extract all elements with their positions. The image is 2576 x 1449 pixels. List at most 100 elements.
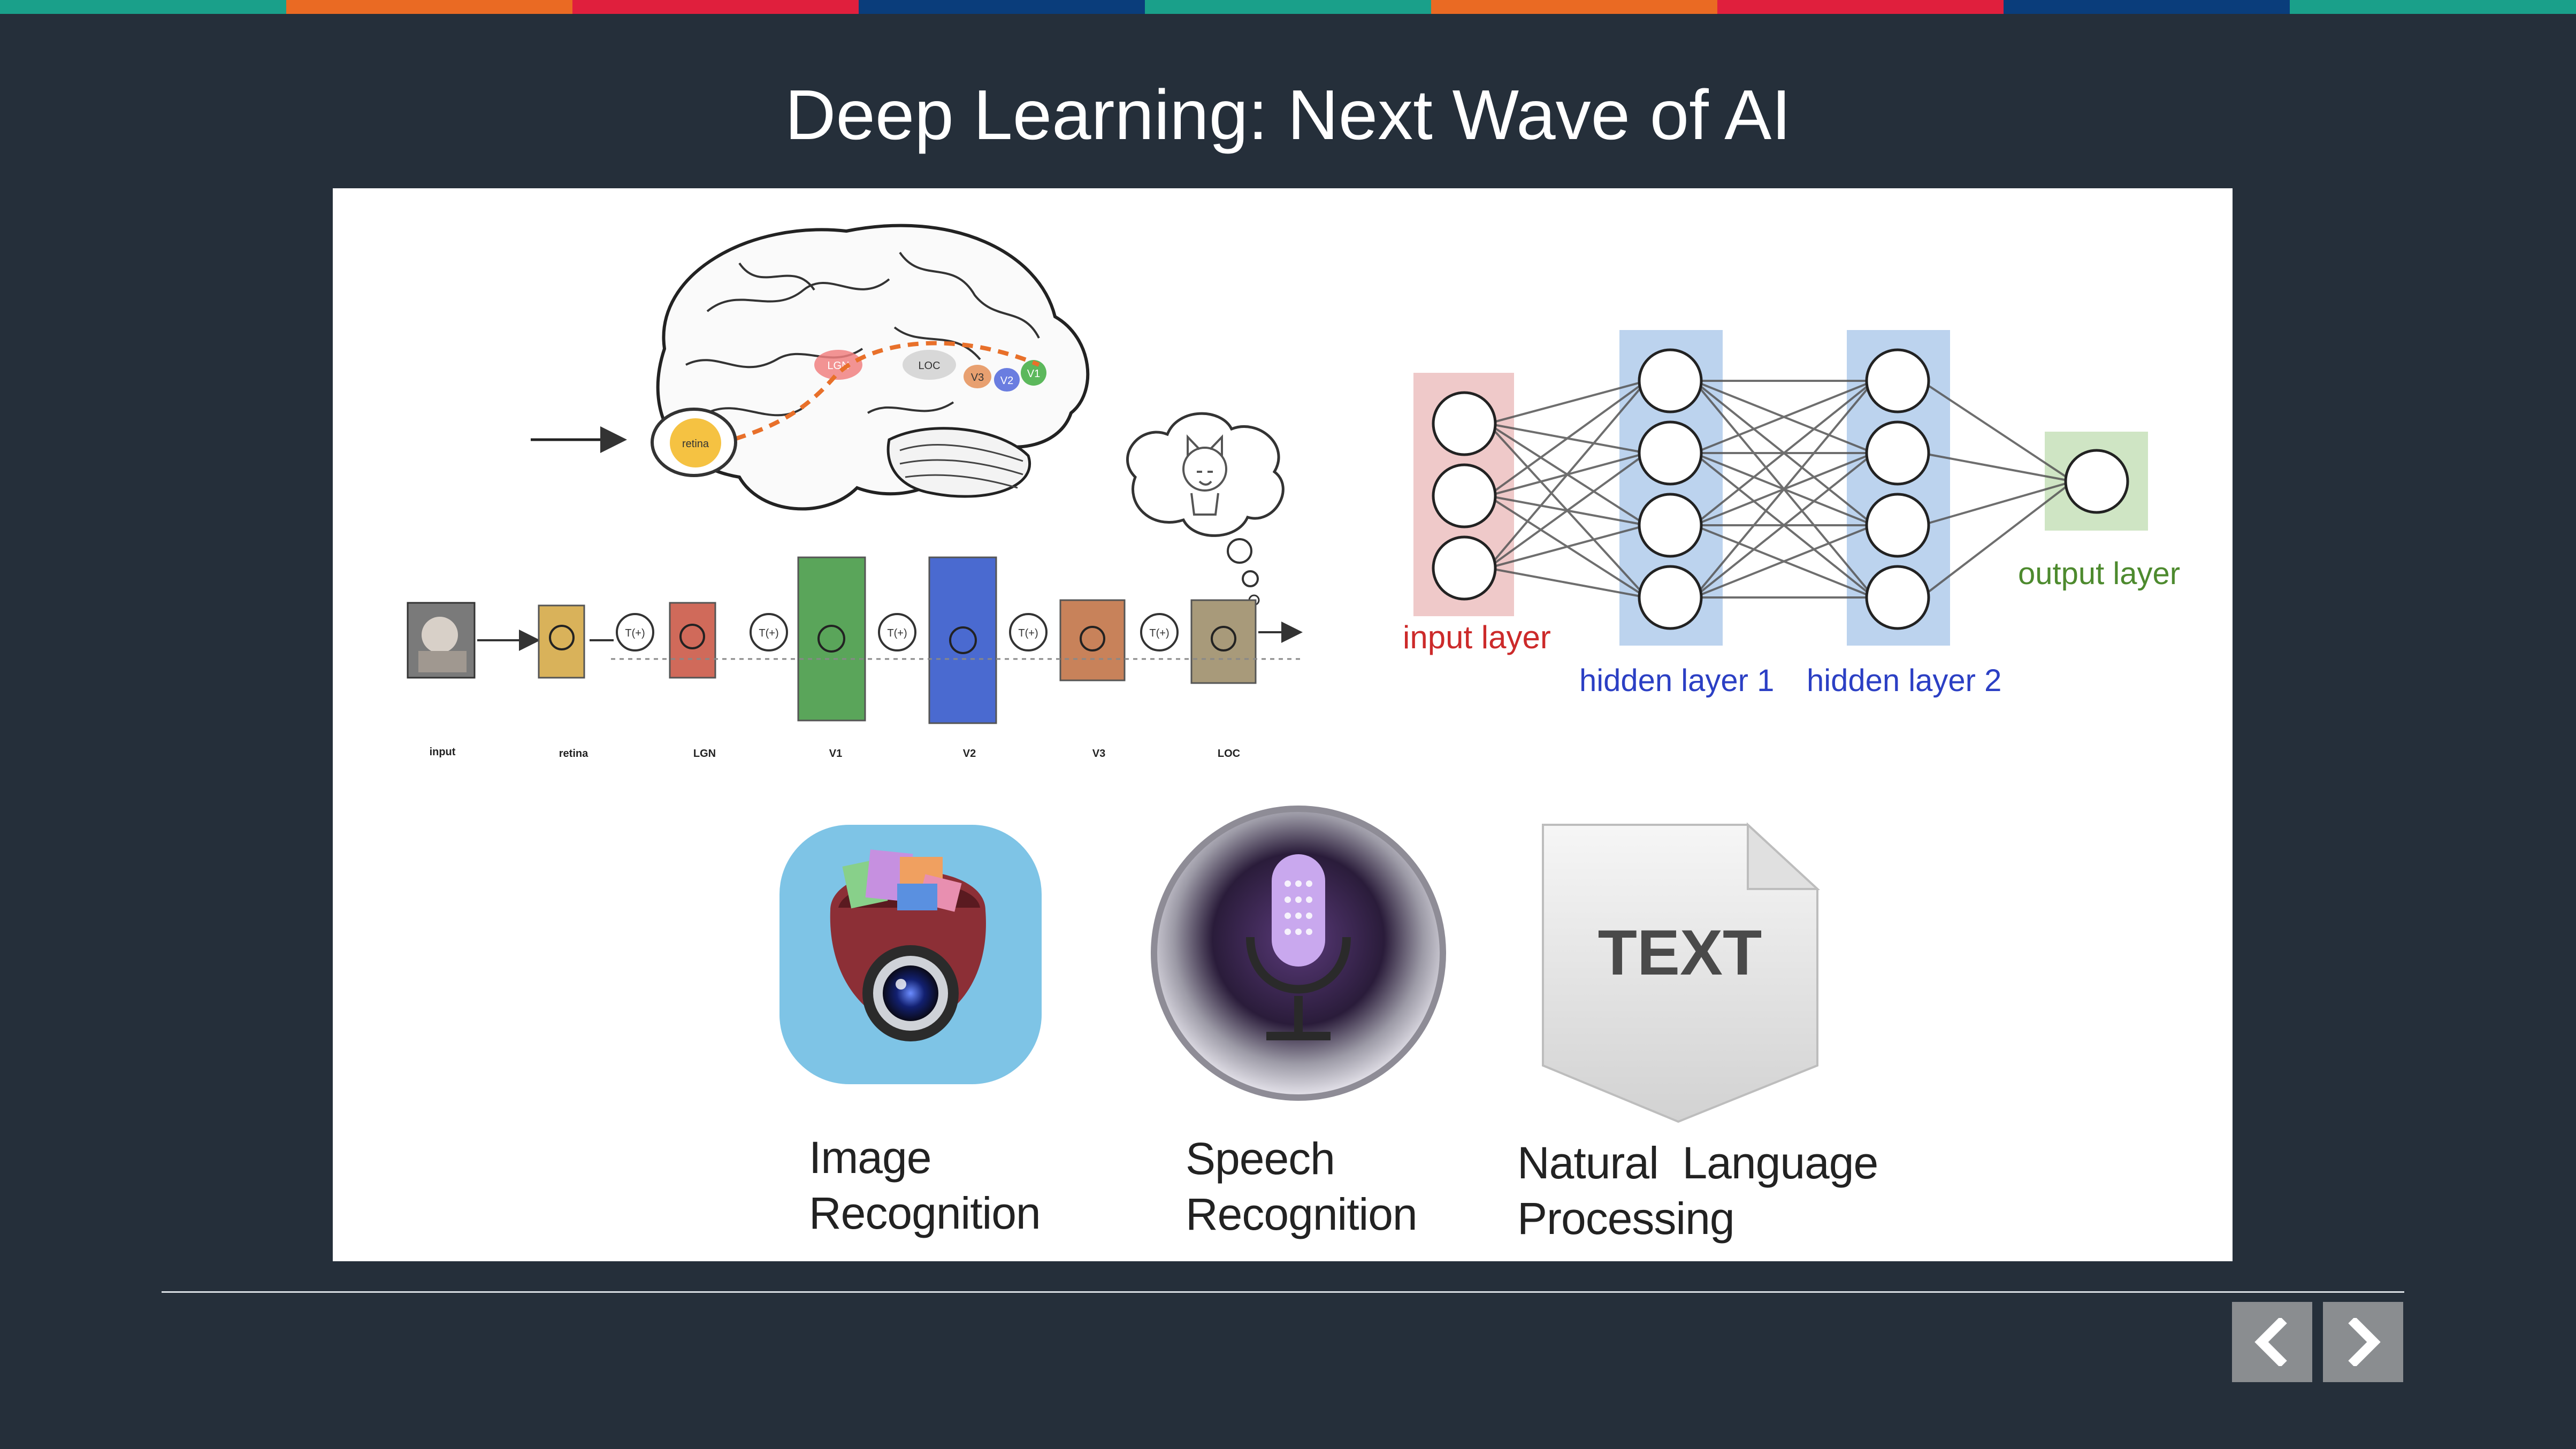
- retina: [670, 418, 721, 467]
- stage-label: V2: [963, 748, 976, 760]
- caption-line: Recognition: [1186, 1189, 1418, 1239]
- output-layer-label: output layer: [2018, 556, 2180, 591]
- image-recognition-caption: Image Recognition: [809, 1130, 1041, 1241]
- v3-region: [964, 365, 991, 388]
- nlp-caption: Natural Language Processing: [1517, 1135, 1878, 1246]
- color-segment: [1431, 0, 1717, 14]
- caption-line: Speech: [1186, 1133, 1335, 1184]
- visual-pathway: [717, 341, 1040, 446]
- camera-icon: [779, 825, 1042, 1084]
- network-node: [1432, 463, 1497, 528]
- color-segment: [286, 0, 572, 14]
- caption-line: Image: [809, 1132, 931, 1183]
- network-edge: [1487, 380, 1647, 425]
- connector-label: T(+): [759, 627, 778, 639]
- previous-slide-button[interactable]: [2232, 1302, 2312, 1382]
- network-edge: [1920, 480, 2074, 599]
- network-node: [1638, 493, 1703, 558]
- chevron-left-icon: [2254, 1318, 2287, 1366]
- cat-icon: [1182, 434, 1227, 516]
- network-edge: [1921, 452, 2074, 482]
- stage-label: V1: [829, 748, 842, 760]
- region-label: V1: [1027, 368, 1040, 380]
- microphone-icon: [1151, 806, 1446, 1101]
- network-edge: [1487, 380, 1648, 569]
- chevron-right-icon: [2348, 1318, 2381, 1366]
- region-label: V3: [971, 372, 984, 384]
- slide-title: Deep Learning: Next Wave of AI: [785, 75, 1791, 154]
- network-nodes: [1432, 348, 2129, 630]
- caption-line: Recognition: [809, 1188, 1041, 1238]
- color-segment: [0, 0, 286, 14]
- connector-node: [878, 613, 916, 651]
- text-document-icon: TEXT: [1542, 822, 1821, 1123]
- network-edge: [1693, 524, 1875, 599]
- region-label: V2: [1000, 375, 1013, 387]
- network-edge: [1920, 380, 2074, 482]
- network-edge: [1693, 380, 1875, 526]
- lgn-region: [814, 350, 862, 380]
- network-node: [1638, 348, 1703, 413]
- network-edge: [1693, 452, 1875, 599]
- top-color-bar: [0, 0, 2576, 14]
- network-edge: [1693, 380, 1875, 599]
- network-edge: [1921, 480, 2074, 526]
- network-node: [1638, 420, 1703, 486]
- hidden-layer-2-label: hidden layer 2: [1807, 663, 2001, 698]
- hidden-layer-1-label: hidden layer 1: [1579, 663, 1774, 698]
- slide-illustration: LGN LOC V3 V2 V1 retina: [407, 224, 2180, 1123]
- neural-network-diagram: input layer hidden layer 1 hidden layer …: [1403, 330, 2180, 698]
- v3-layer: [1059, 599, 1126, 681]
- connector-label: T(+): [625, 627, 645, 639]
- thought-bubble: [1126, 412, 1285, 537]
- retina-layer: [538, 604, 585, 679]
- color-segment: [1145, 0, 1431, 14]
- slide-image-panel: LGN LOC V3 V2 V1 retina: [333, 188, 2233, 1261]
- lgn-layer: [669, 602, 716, 679]
- loc-region: [903, 350, 956, 380]
- network-edge: [1487, 524, 1647, 569]
- network-node: [1432, 391, 1497, 456]
- stage-label: LGN: [693, 748, 716, 760]
- connector-node: [1009, 613, 1048, 651]
- color-segment: [2004, 0, 2290, 14]
- connector-node: [616, 613, 654, 651]
- next-slide-button[interactable]: [2323, 1302, 2403, 1382]
- connector-node: [750, 613, 788, 651]
- network-edge: [1487, 452, 1648, 569]
- network-edge: [1693, 380, 1875, 454]
- network-node: [1865, 348, 1930, 413]
- connector-label: T(+): [1018, 627, 1038, 639]
- region-label: retina: [682, 438, 709, 450]
- stage-label: input: [430, 746, 456, 758]
- network-node: [1865, 565, 1930, 630]
- color-segment: [2290, 0, 2576, 14]
- stage-label: LOC: [1218, 748, 1240, 760]
- stage-label: V3: [1092, 748, 1105, 760]
- network-node: [2064, 449, 2129, 514]
- stage-label: retina: [559, 748, 588, 760]
- text-badge: TEXT: [1598, 917, 1762, 988]
- color-segment: [1717, 0, 2004, 14]
- v1-layer: [797, 556, 866, 722]
- connector-node: [1140, 613, 1179, 651]
- processing-pipeline: T(+) T(+) T(+) T(+) T(+): [407, 556, 1303, 760]
- brain-diagram: LGN LOC V3 V2 V1 retina: [531, 224, 1285, 606]
- v1-region: [1021, 360, 1046, 386]
- network-edge: [1487, 380, 1648, 497]
- footer-divider: [162, 1291, 2404, 1293]
- caption-line: Natural Language: [1517, 1138, 1878, 1188]
- network-edge: [1487, 567, 1647, 599]
- network-node: [1865, 420, 1930, 486]
- color-segment: [859, 0, 1145, 14]
- speech-recognition-caption: Speech Recognition: [1186, 1131, 1418, 1242]
- connector-label: T(+): [887, 627, 907, 639]
- network-edges: [1487, 380, 2074, 599]
- region-label: LOC: [918, 360, 940, 372]
- v2-region: [994, 368, 1020, 392]
- caption-line: Processing: [1517, 1193, 1735, 1244]
- network-node: [1432, 535, 1497, 601]
- input-layer-label: input layer: [1403, 619, 1551, 655]
- loc-layer: [1190, 599, 1257, 684]
- color-segment: [572, 0, 859, 14]
